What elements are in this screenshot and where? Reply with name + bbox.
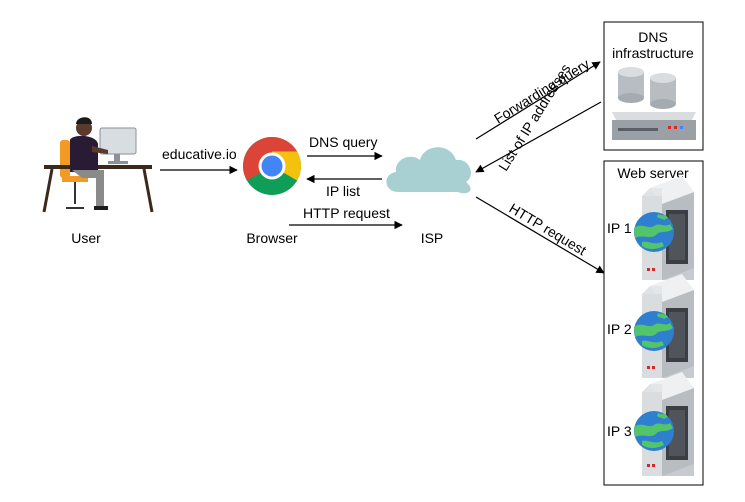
- arrow-forwarding-query: [475, 61, 601, 140]
- server-ip-label: IP 2: [607, 321, 632, 337]
- edge-label-ip-list: IP list: [326, 183, 360, 199]
- edge-label-http-request-browser: HTTP request: [303, 205, 390, 221]
- globe-icon: [634, 411, 674, 451]
- database-server-icon: [612, 67, 696, 140]
- dns-title-line2: infrastructure: [612, 45, 694, 61]
- user-label: User: [71, 230, 101, 246]
- browser-label: Browser: [246, 230, 298, 246]
- globe-icon: [634, 311, 674, 351]
- edge-label-educative: educative.io: [162, 146, 237, 162]
- arrow-http-request-isp: [475, 196, 605, 274]
- server-ip-label: IP 1: [607, 220, 632, 236]
- edge-label-http-request-isp: HTTP request: [506, 200, 589, 259]
- cloud-icon: [386, 147, 471, 194]
- chrome-browser-icon: [243, 137, 301, 195]
- server-ip-label: IP 3: [607, 423, 632, 439]
- web-server-title: Web server: [617, 165, 689, 181]
- arrow-list-of-ip-addresses: [475, 101, 602, 173]
- globe-icon: [634, 212, 674, 252]
- user-at-desk-icon: [42, 117, 154, 213]
- edge-label-dns-query: DNS query: [309, 134, 377, 150]
- isp-label: ISP: [421, 230, 444, 246]
- dns-title-line1: DNS: [638, 29, 668, 45]
